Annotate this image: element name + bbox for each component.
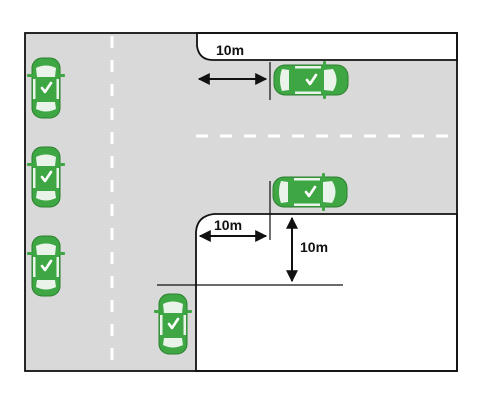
vertical-distance-marker: 10m — [157, 216, 343, 286]
top-footpath — [196, 32, 458, 61]
left-car-2 — [25, 145, 67, 209]
vertical-distance-label: 10m — [300, 239, 328, 255]
top-distance-label: 10m — [216, 42, 244, 58]
bottom-footpath — [195, 213, 458, 372]
left-car-3 — [25, 234, 67, 298]
left-car-1 — [25, 56, 67, 120]
bottom-distance-label: 10m — [214, 217, 242, 233]
bottom-car — [152, 292, 194, 356]
right-middle-car — [271, 171, 349, 213]
diagram-border — [24, 32, 458, 372]
right-top-car — [272, 59, 350, 101]
bottom-distance-marker: 10m — [198, 181, 271, 242]
top-distance-marker: 10m — [197, 42, 271, 100]
